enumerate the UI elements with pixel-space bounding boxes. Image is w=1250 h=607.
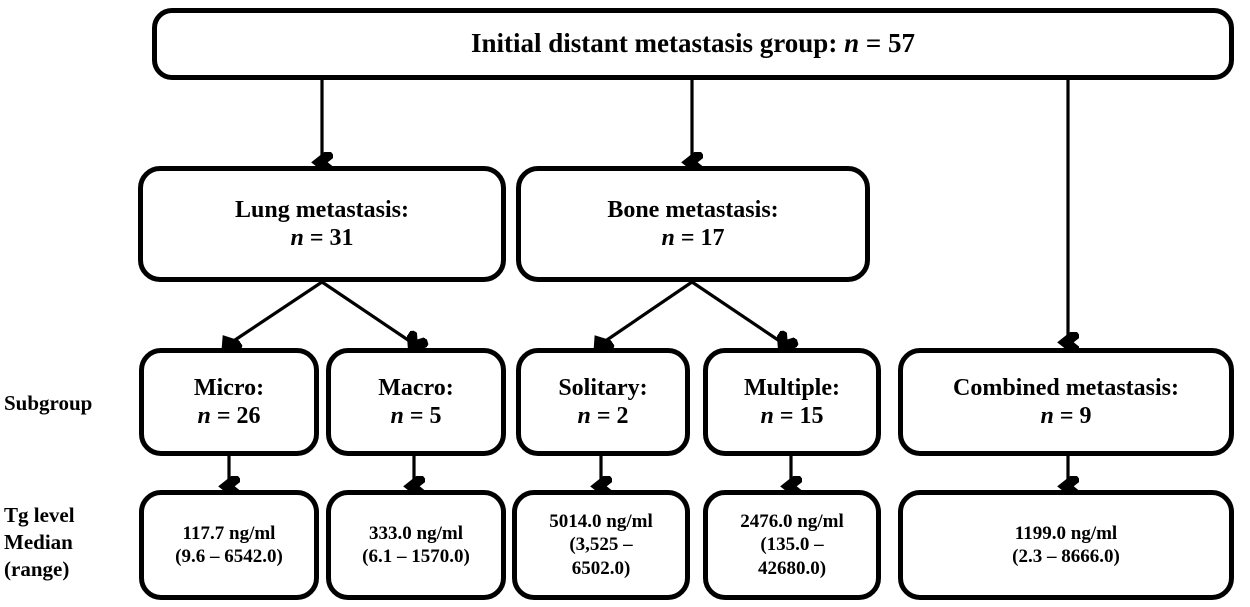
node-count: n = 2	[577, 403, 629, 429]
node-tg-macro[interactable]: 333.0 ng/ml (6.1 – 1570.0)	[326, 490, 506, 600]
node-label: Combined metastasis:	[953, 374, 1179, 401]
row-label-subgroup: Subgroup	[4, 391, 93, 415]
node-count-value: 17	[700, 225, 725, 251]
node-label: Solitary:	[558, 374, 648, 401]
tg-median: 2476.0 ng/ml	[740, 511, 844, 533]
node-label: Micro:	[193, 374, 265, 401]
node-bone-metastasis[interactable]: Bone metastasis: n = 17	[516, 166, 870, 282]
tg-range: (2.3 – 8666.0)	[1012, 546, 1120, 567]
node-count-value: 31	[329, 225, 354, 251]
tg-median: 5014.0 ng/ml	[549, 511, 653, 533]
node-initial-distant-metastasis-group[interactable]: Initial distant metastasis group: n = 57	[152, 8, 1234, 80]
node-tg-multiple[interactable]: 2476.0 ng/ml (135.0 – 42680.0)	[703, 490, 881, 600]
node-tg-solitary[interactable]: 5014.0 ng/ml (3,525 – 6502.0)	[512, 490, 690, 600]
node-tg-micro[interactable]: 117.7 ng/ml (9.6 – 6542.0)	[139, 490, 319, 600]
tg-range: (6.1 – 1570.0)	[362, 546, 470, 567]
tg-range-line1: (135.0 –	[760, 534, 824, 556]
node-count-value: 5	[429, 403, 442, 429]
tg-range-line2: 42680.0)	[757, 557, 827, 579]
node-micro[interactable]: Micro: n = 26	[139, 348, 319, 456]
arrow-bone-to-multiple	[691, 280, 784, 344]
node-combined-metastasis[interactable]: Combined metastasis: n = 9	[898, 348, 1234, 456]
row-label-tg-level: Tg level Median (range)	[4, 503, 75, 581]
arrow-bone-to-solitary	[601, 280, 693, 344]
node-lung-metastasis[interactable]: Lung metastasis: n = 31	[138, 166, 506, 282]
node-label: Initial distant metastasis group: n = 57	[471, 28, 915, 59]
node-count-value: 15	[799, 403, 824, 429]
node-label: Multiple:	[744, 374, 840, 401]
tg-range-line2: 6502.0)	[571, 557, 631, 579]
arrow-lung-to-micro	[229, 280, 323, 344]
tg-median: 333.0 ng/ml	[369, 522, 463, 544]
node-count: n = 17	[661, 225, 725, 251]
node-count: n = 26	[197, 403, 261, 429]
node-count-value: 2	[616, 403, 629, 429]
node-count: n = 31	[290, 225, 354, 251]
node-count: n = 15	[760, 403, 824, 429]
node-macro[interactable]: Macro: n = 5	[326, 348, 506, 456]
node-multiple[interactable]: Multiple: n = 15	[703, 348, 881, 456]
node-count-value: 26	[236, 403, 261, 429]
node-tg-combined[interactable]: 1199.0 ng/ml (2.3 – 8666.0)	[898, 490, 1234, 600]
node-solitary[interactable]: Solitary: n = 2	[516, 348, 690, 456]
node-count: n = 5	[390, 403, 442, 429]
tg-median: 117.7 ng/ml	[182, 522, 276, 544]
node-label: Bone metastasis:	[607, 196, 779, 223]
tg-median: 1199.0 ng/ml	[1014, 522, 1118, 544]
tg-range: (9.6 – 6542.0)	[175, 546, 283, 567]
node-label: Lung metastasis:	[234, 196, 409, 223]
tg-range-line1: (3,525 –	[569, 534, 633, 556]
node-count-value: 9	[1079, 403, 1092, 429]
node-label: Macro:	[378, 374, 454, 401]
arrow-lung-to-macro	[321, 280, 414, 344]
node-count: n = 9	[1040, 403, 1092, 429]
